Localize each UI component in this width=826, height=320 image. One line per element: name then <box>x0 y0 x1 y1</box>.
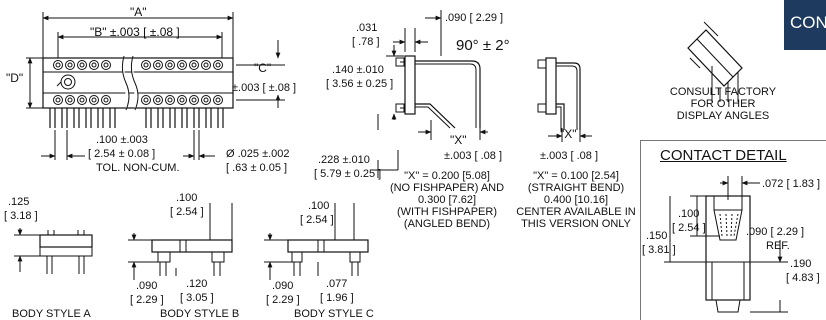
tol-note: TOL. NON-CUM. <box>96 162 180 174</box>
body-c-dim-bot-mm: [ 1.96 ] <box>320 292 354 304</box>
body-b-dim-bot: .120 <box>186 278 208 290</box>
straight-note-1: "X" = 0.100 [2.54] <box>533 170 619 182</box>
factory-note-1: CONSULT FACTORY <box>669 86 777 98</box>
dim-c-name: "C" <box>254 61 272 75</box>
pitch-mm-label: [ 2.54 ± 0.08 ] <box>88 148 156 160</box>
body-b-dim-left: .090 <box>136 280 158 292</box>
dim-100-mm-label: [ 2.54 ] <box>672 222 706 234</box>
straight-bend-view <box>537 57 592 142</box>
straight-note-5: THIS VERSION ONLY <box>521 218 631 230</box>
pin-dia-mm-label: [ .63 ± 0.05 ] <box>226 162 288 174</box>
dim-090-label: .090 [ 2.29 ] <box>445 12 504 24</box>
straight-note-3: 0.400 [10.16] <box>543 194 609 206</box>
dim-x-tol-label: ±.003 [ .08 ] <box>444 150 503 162</box>
body-b-dim-bot-mm: [ 3.05 ] <box>180 292 214 304</box>
straight-dim-x-label: "X" <box>560 127 577 141</box>
ref-label: REF. <box>766 240 790 252</box>
dim-c-tol: ±.003 [ ±.08 ] <box>232 82 297 94</box>
contact-detail-frame <box>640 140 826 320</box>
body-style-c-drawing <box>264 203 369 280</box>
pin-dia-label: Ø .025 ±.002 <box>226 148 290 160</box>
body-c-dim-left-mm: [ 2.29 ] <box>266 294 300 306</box>
body-a-dim-mm: [ 3.18 ] <box>4 210 38 222</box>
dim-x-label: "X" <box>450 133 467 147</box>
angled-note-1: "X" = 0.200 [5.08] <box>404 170 490 182</box>
angled-note-2: (NO FISHPAPER) AND <box>389 182 505 194</box>
contact-detail-drawing <box>664 176 788 313</box>
straight-dim-x-tol: ±.003 [ .08 ] <box>540 150 599 162</box>
straight-note-4: CENTER AVAILABLE IN <box>516 206 636 218</box>
angled-bend-view <box>370 10 488 178</box>
body-c-dim-bot: .077 <box>326 278 348 290</box>
body-b-dim-top-mm: [ 2.54 ] <box>170 206 204 218</box>
socket-top-view <box>26 12 285 160</box>
contact-detail-title: CONTACT DETAIL <box>660 147 787 164</box>
dim-090-contact-label: .090 [ 2.29 ] <box>746 226 805 238</box>
angled-note-5: (ANGLED BEND) <box>403 218 491 230</box>
dim-140-mm-label: [ 3.56 ± 0.25 ] <box>326 78 394 90</box>
body-a-dim: .125 <box>8 196 30 208</box>
body-c-label: BODY STYLE C <box>294 308 374 320</box>
body-c-dim-top: .100 <box>308 200 330 212</box>
angle-label: 90° ± 2° <box>456 37 510 54</box>
dim-b-label: "B" ±.003 [ ±.08 ] <box>90 25 180 39</box>
dim-100-label: .100 <box>678 208 700 220</box>
dim-190-label: .190 <box>790 258 812 270</box>
angled-note-3: 0.300 [7.62] <box>417 194 477 206</box>
dim-150-mm-label: [ 3.81 ] <box>642 244 676 256</box>
other-angle-icon <box>687 21 743 102</box>
body-a-label: BODY STYLE A <box>12 308 91 320</box>
pitch-label: .100 ±.003 <box>96 134 148 146</box>
body-style-b-drawing <box>128 203 233 280</box>
section-tab: CON <box>784 0 826 50</box>
dim-228-label: .228 ±.010 <box>318 154 370 166</box>
dim-140-label: .140 ±.010 <box>332 64 384 76</box>
dim-031-label: .031 <box>356 22 378 34</box>
dim-d-label: "D" <box>6 71 24 85</box>
body-style-a-drawing <box>14 228 93 274</box>
body-b-label: BODY STYLE B <box>160 308 240 320</box>
body-c-dim-top-mm: [ 2.54 ] <box>300 214 334 226</box>
factory-note-3: DISPLAY ANGLES <box>676 110 770 122</box>
dim-a-label: "A" <box>130 5 147 19</box>
body-c-dim-left: .090 <box>272 280 294 292</box>
dim-190-mm-label: [ 4.83 ] <box>786 272 820 284</box>
dim-150-label: .150 <box>646 230 668 242</box>
body-b-dim-top: .100 <box>176 192 198 204</box>
straight-note-2: (STRAIGHT BEND) <box>527 182 625 194</box>
dim-031-mm-label: [ .78 ] <box>352 36 380 48</box>
body-b-dim-left-mm: [ 2.29 ] <box>130 294 164 306</box>
dim-072-label: .072 [ 1.83 ] <box>762 178 821 190</box>
angled-note-4: (WITH FISHPAPER) <box>396 206 497 218</box>
dim-228-mm-label: [ 5.79 ± 0.25 ] <box>314 168 382 180</box>
factory-note-2: FOR OTHER <box>690 98 756 110</box>
